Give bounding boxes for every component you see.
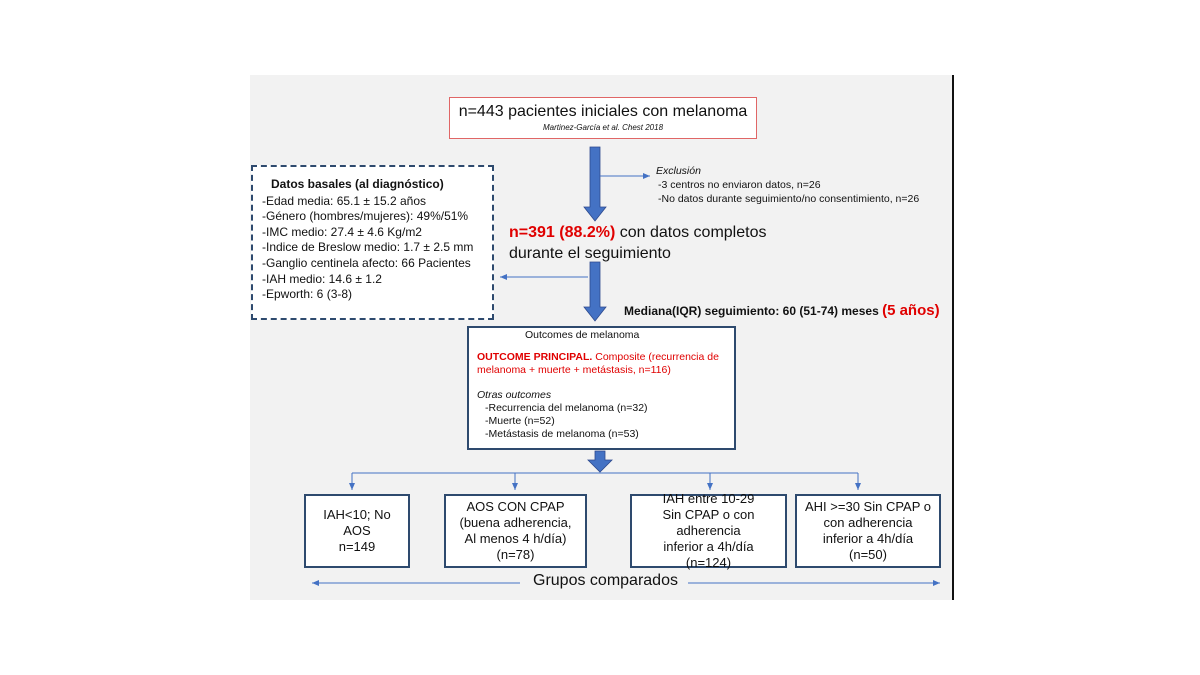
outcomes-box: Outcomes de melanoma OUTCOME PRINCIPAL. …	[467, 326, 736, 450]
group-box-3: IAH entre 10-29 Sin CPAP o con adherenci…	[630, 491, 787, 570]
exclusion-item: -No datos durante seguimiento/no consent…	[658, 193, 920, 205]
group-line: Sin CPAP o con adherencia	[662, 507, 755, 538]
exclusion-item: -3 centros no enviaron datos, n=26	[658, 179, 821, 191]
group-box-2: AOS CON CPAP (buena adherencia, Al menos…	[444, 494, 587, 568]
followup-years: (5 años)	[882, 302, 940, 319]
block-arrow-down-2	[583, 261, 607, 322]
group-line: inferior a 4h/día	[663, 539, 754, 554]
baseline-item: -IMC medio: 27.4 ± 4.6 Kg/m2	[262, 224, 422, 239]
followup-text: Mediana(IQR) seguimiento: 60 (51-74) mes…	[624, 302, 940, 319]
baseline-item: -Género (hombres/mujeres): 49%/51%	[262, 209, 469, 224]
complete-line2: durante el seguimiento	[509, 245, 671, 262]
baseline-item: -IAH medio: 14.6 ± 1.2	[262, 271, 382, 286]
group-box-1: IAH<10; No AOS n=149	[304, 494, 410, 568]
baseline-item: -Ganglio centinela afecto: 66 Pacientes	[262, 255, 471, 270]
other-outcomes-heading: Otras outcomes	[477, 389, 552, 401]
initial-patients-title: n=443 pacientes iniciales con melanoma	[458, 103, 748, 120]
block-arrow-down-1	[583, 146, 607, 222]
group-line: n=149	[338, 539, 376, 554]
group-line: (buena adherencia,	[459, 515, 572, 530]
baseline-data-box: Datos basales (al diagnóstico) -Edad med…	[251, 165, 494, 320]
group-line: IAH entre 10-29	[662, 491, 755, 506]
other-outcome-item: -Metástasis de melanoma (n=53)	[485, 428, 639, 440]
group-line: inferior a 4h/día	[822, 531, 914, 546]
exclusion-text: Exclusión -3 centros no enviaron datos, …	[656, 164, 919, 206]
block-arrow-down-3	[587, 450, 613, 473]
group-line: AOS CON CPAP	[466, 499, 565, 514]
complete-rest: con datos completos	[615, 224, 767, 241]
group-line: Al menos 4 h/día)	[464, 531, 567, 546]
baseline-heading: Datos basales (al diagnóstico)	[271, 177, 444, 191]
group-box-4: AHI >=30 Sin CPAP o con adherencia infer…	[795, 494, 941, 568]
group-line: AOS	[343, 523, 371, 538]
groups-compared-label: Grupos comparados	[533, 572, 678, 589]
principal-text: Composite (recurrencia de melanoma + mue…	[477, 351, 719, 376]
complete-data-text: n=391 (88.2%) con datos completos durant…	[509, 222, 766, 264]
baseline-item: -Epworth: 6 (3-8)	[262, 287, 353, 302]
baseline-item: -Edad media: 65.1 ± 15.2 años	[262, 193, 427, 208]
outcomes-heading: Outcomes de melanoma	[525, 329, 640, 341]
group-line: AHI >=30 Sin CPAP o	[805, 499, 931, 514]
citation: Martinez-García et al. Chest 2018	[542, 123, 664, 132]
baseline-item: -Indice de Breslow medio: 1.7 ± 2.5 mm	[262, 240, 474, 255]
other-outcome-item: -Muerte (n=52)	[485, 415, 555, 427]
group-line: (n=50)	[849, 547, 887, 562]
principal-label: OUTCOME PRINCIPAL.	[477, 351, 593, 363]
group-line: (n=78)	[496, 547, 535, 562]
slide-edge-line	[952, 75, 954, 600]
exclusion-heading: Exclusión	[656, 165, 701, 177]
group-line: (n=124)	[685, 555, 732, 570]
group-line: con adherencia	[823, 515, 913, 530]
other-outcome-item: -Recurrencia del melanoma (n=32)	[485, 402, 648, 414]
initial-patients-box: n=443 pacientes iniciales con melanoma M…	[449, 97, 757, 139]
complete-count: n=391 (88.2%)	[509, 224, 616, 241]
group-line: IAH<10; No	[323, 507, 391, 522]
principal-outcome: OUTCOME PRINCIPAL. Composite (recurrenci…	[477, 351, 728, 377]
followup-label: Mediana(IQR) seguimiento: 60 (51-74) mes…	[624, 304, 883, 318]
